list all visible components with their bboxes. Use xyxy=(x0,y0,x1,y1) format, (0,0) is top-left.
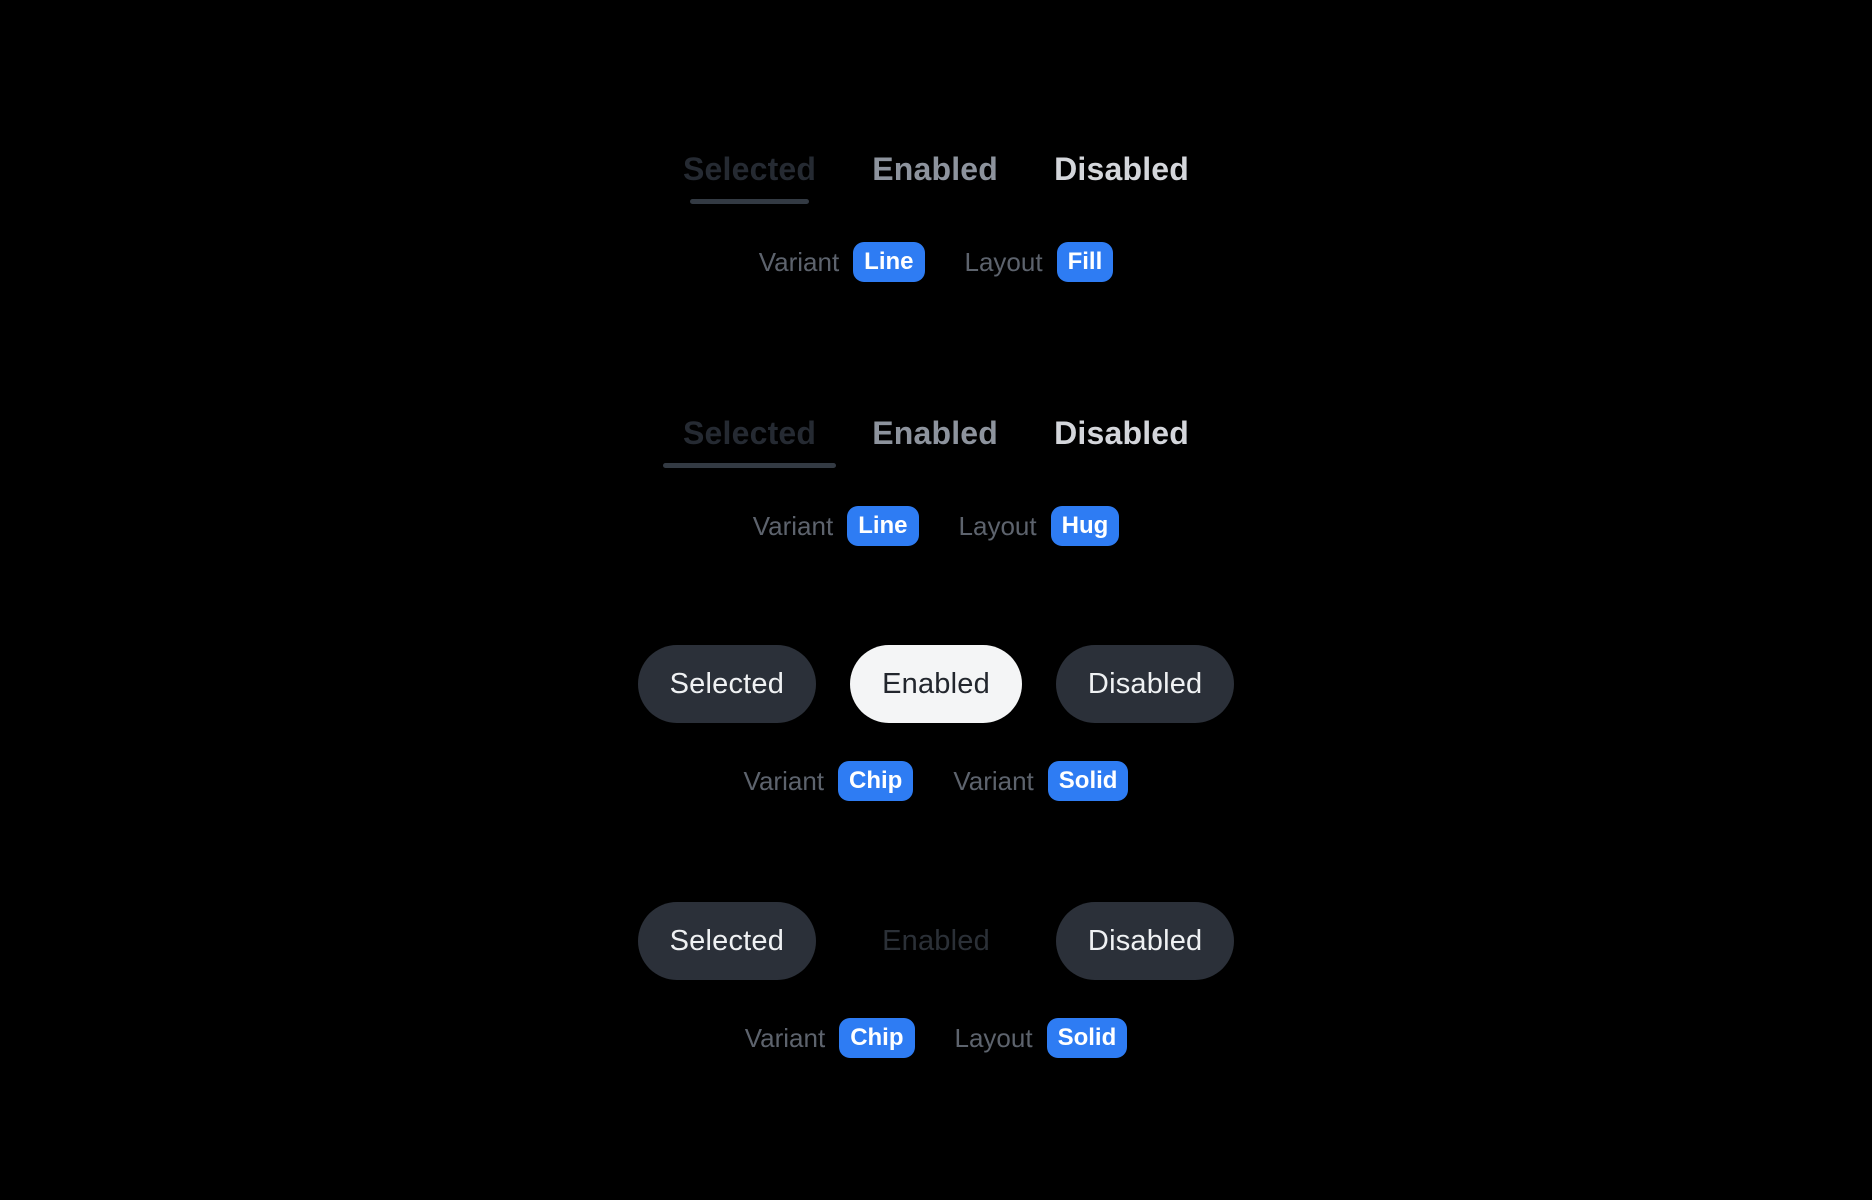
annotation-value-badge: Solid xyxy=(1047,761,1129,801)
tab-label: Disabled xyxy=(1054,415,1190,451)
annotation-value-badge: Solid xyxy=(1046,1018,1128,1058)
annotation-label: Layout xyxy=(958,511,1037,541)
annotation-pair: Layout Hug xyxy=(959,506,1120,546)
tab-disabled[interactable]: Disabled xyxy=(1054,150,1189,204)
annotation-label: Variant xyxy=(953,766,1034,796)
chip-tab-bar: Selected Enabled Disabled xyxy=(637,902,1235,980)
annotation-label: Variant xyxy=(758,247,840,277)
chip-tab-label: Disabled xyxy=(1087,924,1203,957)
chip-tab-label: Selected xyxy=(669,924,785,957)
chip-tab-enabled[interactable]: Enabled xyxy=(850,902,1022,980)
chip-tab-disabled[interactable]: Disabled xyxy=(1055,645,1235,723)
annotation-label: Variant xyxy=(752,511,834,541)
tab-label: Selected xyxy=(682,151,817,187)
annotation-value-badge: Chip xyxy=(839,1018,915,1058)
tab-label: Selected xyxy=(682,415,817,451)
chip-tab-label: Disabled xyxy=(1087,667,1203,700)
active-tab-underline xyxy=(689,199,810,204)
annotation-row: Variant Line Layout Fill xyxy=(759,242,1114,282)
tab-group-line-hug: Selected Enabled Disabled Variant Line L… xyxy=(662,414,1189,546)
annotation-row: Variant Chip Variant Solid xyxy=(744,761,1129,801)
chip-tab-enabled[interactable]: Enabled xyxy=(850,645,1022,723)
annotation-pair: Variant Chip xyxy=(745,1018,915,1058)
annotation-pair: Variant Chip xyxy=(744,761,914,801)
tab-group-chip-solid: Selected Enabled Disabled Variant Chip V… xyxy=(637,645,1235,801)
chip-tab-selected[interactable]: Selected xyxy=(637,645,817,723)
chip-tab-label: Enabled xyxy=(882,667,990,700)
annotation-row: Variant Line Layout Hug xyxy=(753,506,1120,546)
tab-disabled[interactable]: Disabled xyxy=(1054,414,1189,468)
chip-tab-bar: Selected Enabled Disabled xyxy=(637,645,1235,723)
tabs-showcase: Selected Enabled Disabled Variant Line L… xyxy=(637,150,1235,1058)
annotation-value-badge: Line xyxy=(853,242,925,282)
tab-group-chip-solid-ghost: Selected Enabled Disabled Variant Chip L… xyxy=(637,902,1235,1058)
tab-selected[interactable]: Selected xyxy=(683,150,816,204)
tab-label: Enabled xyxy=(872,415,999,451)
tab-group-line-fill: Selected Enabled Disabled Variant Line L… xyxy=(683,150,1189,282)
tab-selected[interactable]: Selected xyxy=(662,414,837,468)
annotation-pair: Layout Solid xyxy=(955,1018,1128,1058)
annotation-value-badge: Fill xyxy=(1056,242,1114,282)
annotation-value-badge: Line xyxy=(847,506,919,546)
chip-tab-label: Selected xyxy=(669,667,785,700)
active-tab-underline xyxy=(662,463,837,468)
annotation-pair: Variant Solid xyxy=(953,761,1129,801)
annotation-value-badge: Hug xyxy=(1050,506,1120,546)
annotation-label: Variant xyxy=(744,1023,826,1053)
tab-bar: Selected Enabled Disabled xyxy=(683,150,1189,204)
annotation-pair: Layout Fill xyxy=(965,242,1114,282)
annotation-label: Variant xyxy=(743,766,824,796)
annotation-pair: Variant Line xyxy=(759,242,925,282)
annotation-row: Variant Chip Layout Solid xyxy=(745,1018,1128,1058)
chip-tab-label: Enabled xyxy=(882,924,990,957)
tab-enabled[interactable]: Enabled xyxy=(872,150,998,204)
annotation-value-badge: Chip xyxy=(838,761,914,801)
annotation-label: Layout xyxy=(954,1023,1033,1053)
annotation-pair: Variant Line xyxy=(753,506,919,546)
annotation-label: Layout xyxy=(964,247,1043,277)
tab-bar: Selected Enabled Disabled xyxy=(662,414,1189,468)
tab-enabled[interactable]: Enabled xyxy=(872,414,998,468)
tab-label: Enabled xyxy=(872,151,999,187)
tab-label: Disabled xyxy=(1054,151,1190,187)
chip-tab-disabled[interactable]: Disabled xyxy=(1055,902,1235,980)
chip-tab-selected[interactable]: Selected xyxy=(637,902,817,980)
